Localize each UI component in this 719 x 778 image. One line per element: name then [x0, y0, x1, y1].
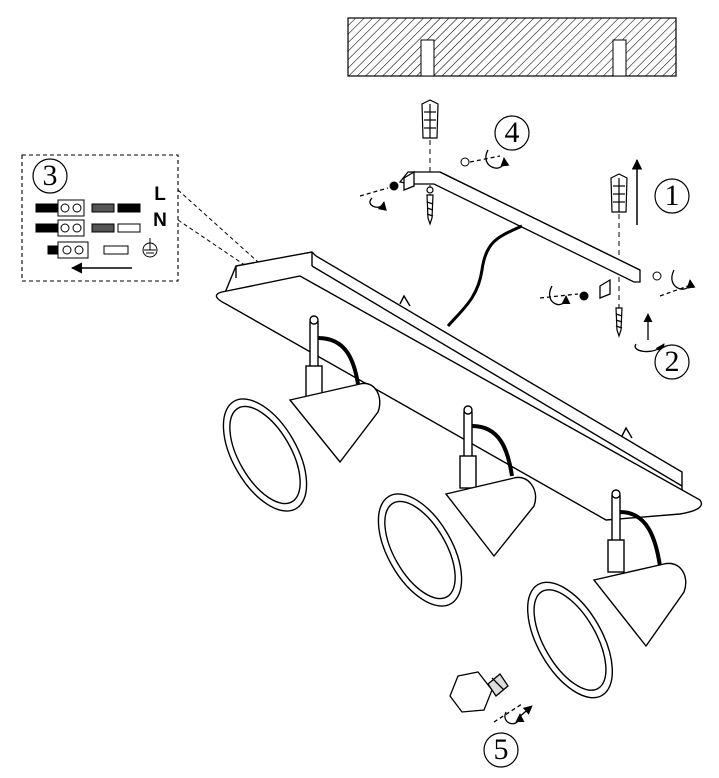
step-3-label: 3 [42, 159, 58, 192]
step-2-circle [654, 344, 690, 380]
step-2-label: 2 [664, 345, 680, 378]
spotlight-3 [526, 489, 687, 699]
ceiling-hole-right [612, 39, 627, 77]
screw-left [426, 186, 434, 226]
step-5-label: 5 [493, 733, 509, 766]
wall-plug-left [421, 99, 439, 139]
step-1-label: 1 [664, 179, 680, 212]
ceiling [347, 17, 677, 77]
live-wire-label: L [154, 184, 166, 205]
neutral-wire-label: N [153, 210, 167, 231]
step-4-circle [494, 115, 530, 151]
light-bulb [449, 671, 509, 713]
step-5-arrows [493, 703, 533, 725]
spotlight-2 [377, 405, 537, 607]
wall-plug-right [610, 173, 628, 213]
step-5-circle [483, 732, 519, 768]
step-1-circle [654, 178, 690, 214]
mounting-bracket [398, 170, 641, 299]
rotation-arrows [359, 149, 696, 354]
bracket-screws [389, 157, 662, 301]
step-4-label: 4 [504, 116, 520, 149]
wiring-inset [21, 154, 259, 282]
step-3-circle [32, 158, 68, 194]
canopy-base [215, 251, 703, 521]
step-circles [32, 115, 690, 768]
power-cable [446, 224, 523, 327]
spotlight-1 [222, 315, 381, 512]
ceiling-hole-left [420, 39, 435, 77]
screw-right [615, 307, 623, 338]
